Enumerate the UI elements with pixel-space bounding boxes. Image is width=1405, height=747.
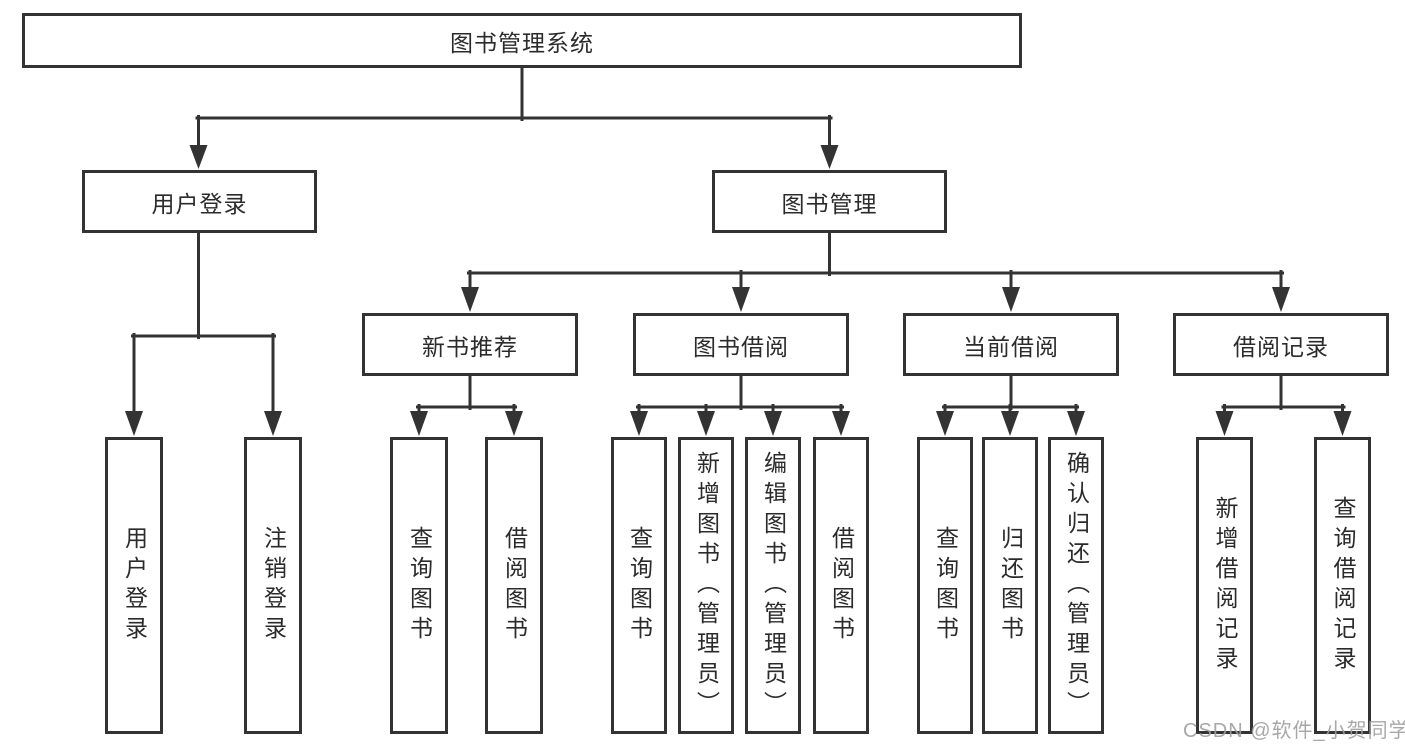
leaf-add-borrow-record: 新增借阅记录 (1196, 437, 1253, 734)
leaf-current-query-books: 查询图书 (917, 437, 973, 734)
leaf-add-borrow-record-label: 新增借阅记录 (1212, 495, 1238, 676)
leaf-recommend-query-books-label: 查询图书 (406, 525, 433, 646)
leaf-borrowing-query-books-label: 查询图书 (626, 525, 653, 646)
node-current-borrowing: 当前借阅 (903, 313, 1119, 376)
leaf-recommend-borrow-books: 借阅图书 (485, 437, 543, 734)
node-user-login: 用户登录 (82, 170, 317, 233)
leaf-confirm-return-admin-label: 确认归还（管理员） (1063, 450, 1090, 721)
leaf-user-login-label: 用户登录 (121, 525, 148, 646)
leaf-logout: 注销登录 (244, 437, 302, 734)
leaf-current-query-books-label: 查询图书 (932, 525, 959, 646)
leaf-add-books-admin: 新增图书（管理员） (678, 437, 734, 734)
leaf-return-books-label: 归还图书 (997, 525, 1024, 646)
leaf-borrowing-query-books: 查询图书 (611, 437, 667, 734)
node-borrowing-records: 借阅记录 (1173, 313, 1389, 376)
leaf-edit-books-admin-label: 编辑图书（管理员） (760, 450, 787, 721)
leaf-borrow-books-label: 借阅图书 (828, 525, 855, 646)
leaf-confirm-return-admin: 确认归还（管理员） (1048, 437, 1104, 734)
leaf-query-borrow-record: 查询借阅记录 (1314, 437, 1371, 734)
leaf-return-books: 归还图书 (982, 437, 1038, 734)
node-book-borrowing: 图书借阅 (633, 313, 849, 376)
leaf-logout-label: 注销登录 (260, 525, 287, 646)
leaf-edit-books-admin: 编辑图书（管理员） (745, 437, 801, 734)
leaf-borrow-books: 借阅图书 (813, 437, 869, 734)
leaf-recommend-borrow-books-label: 借阅图书 (501, 525, 528, 646)
node-book-management: 图书管理 (712, 170, 947, 233)
leaf-add-books-admin-label: 新增图书（管理员） (693, 450, 720, 721)
leaf-user-login: 用户登录 (105, 437, 163, 734)
node-library-management-system: 图书管理系统 (22, 13, 1022, 68)
leaf-recommend-query-books: 查询图书 (390, 437, 448, 734)
leaf-query-borrow-record-label: 查询借阅记录 (1330, 495, 1356, 676)
node-new-book-recommend: 新书推荐 (362, 313, 578, 376)
csdn-watermark: CSDN @软件_小贺同学 (1183, 720, 1405, 742)
